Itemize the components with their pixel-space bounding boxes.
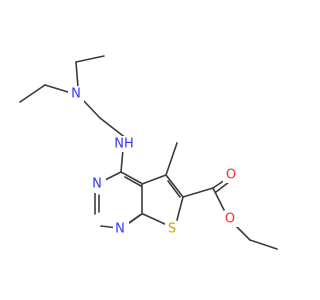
thiophene-s-label: S <box>165 221 181 237</box>
pyrimidine-n-top-label: N <box>90 177 106 193</box>
bond <box>81 98 101 119</box>
bond <box>141 174 167 185</box>
bond <box>167 180 181 198</box>
thiophene-s-text: S <box>168 222 176 237</box>
bond <box>182 187 214 198</box>
bond <box>212 187 225 211</box>
pyrimidine-n-bottom-label: N <box>113 222 129 238</box>
molecule-svg: N NH N N S O O <box>19 55 278 250</box>
pyrimidine-n-top-text: N <box>92 177 102 192</box>
amine-n-label: N <box>68 86 84 102</box>
bond <box>142 213 168 226</box>
bond <box>124 176 142 187</box>
bond <box>176 196 184 221</box>
nh-text: NH <box>114 137 134 152</box>
bond <box>120 171 142 184</box>
ester-o-label: O <box>222 211 238 227</box>
bond <box>19 84 46 103</box>
carbonyl-o-label: O <box>223 167 239 183</box>
bond <box>75 55 105 63</box>
bond <box>44 84 69 93</box>
structure-diagram: N NH N N S O O <box>19 55 278 250</box>
bond <box>120 148 124 173</box>
pyrimidine-n-bottom-text: N <box>115 222 125 237</box>
bond <box>215 181 230 193</box>
bond <box>165 174 184 198</box>
bond <box>249 239 278 250</box>
ester-o-text: O <box>225 212 235 227</box>
nh-label: NH <box>110 136 138 152</box>
amine-n-text: N <box>71 87 81 102</box>
carbonyl-o-text: O <box>226 168 236 183</box>
bond <box>99 117 128 140</box>
bond <box>75 61 79 88</box>
bond <box>165 142 178 176</box>
